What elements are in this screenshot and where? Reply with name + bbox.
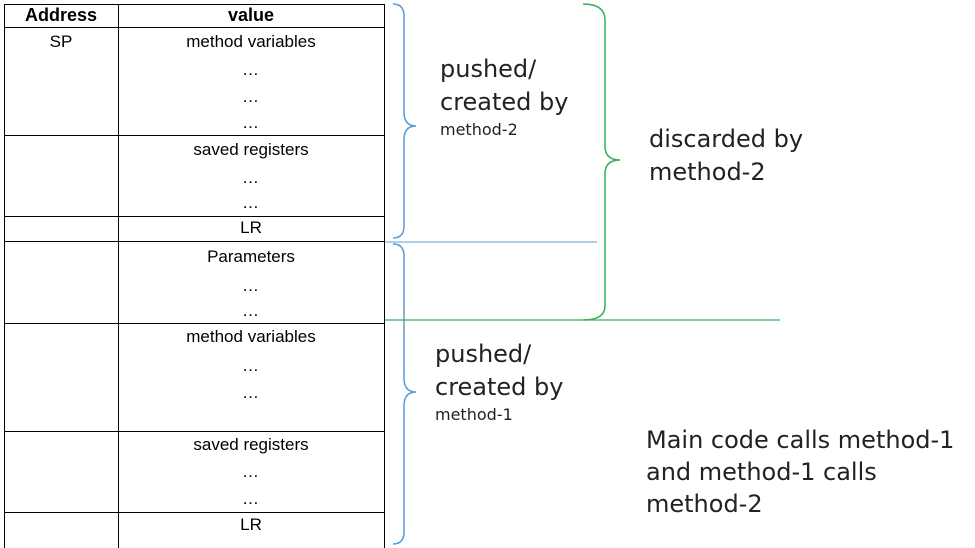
stack-table: Address value SP method variables … … … … — [0, 0, 385, 548]
method-1-annotation-line-3: method-1 — [435, 405, 513, 424]
table-border-left — [4, 4, 5, 548]
main-code-annotation-line-2: and method-1 calls — [646, 458, 877, 486]
ellipsis: … — [242, 276, 260, 295]
discarded-brace — [582, 3, 621, 321]
method-2-annotation-line-2: created by — [440, 88, 569, 116]
method-2-lr-label: LR — [240, 218, 262, 237]
parameters-label: Parameters — [207, 247, 295, 266]
table-border-top — [4, 4, 385, 5]
ellipsis: … — [242, 383, 260, 402]
ellipsis: … — [242, 87, 260, 106]
ellipsis: … — [242, 113, 260, 132]
main-code-annotation-line-3: method-2 — [646, 490, 763, 518]
header-divider — [4, 27, 385, 28]
discarded-annotation-line-2: method-2 — [649, 158, 766, 186]
row-divider — [4, 241, 385, 242]
method-2-brace — [392, 3, 417, 239]
ellipsis: … — [242, 301, 260, 320]
row-divider — [4, 135, 385, 136]
method-2-variables-label: method variables — [186, 32, 316, 51]
ellipsis: … — [242, 168, 260, 187]
ellipsis: … — [242, 356, 260, 375]
row-divider — [4, 216, 385, 217]
ellipsis: … — [242, 60, 260, 79]
address-column-header: Address — [24, 5, 98, 25]
ellipsis: … — [242, 193, 260, 212]
method-1-lr-label: LR — [240, 515, 262, 534]
table-border-right — [384, 4, 385, 548]
method-2-annotation-line-1: pushed/ — [440, 55, 537, 83]
main-code-annotation-line-1: Main code calls method-1 — [646, 426, 955, 454]
method-1-variables-label: method variables — [186, 327, 316, 346]
discarded-annotation-line-1: discarded by — [649, 125, 804, 153]
row-divider — [4, 431, 385, 432]
method-1-saved-registers-label: saved registers — [193, 435, 309, 454]
sp-address-label: SP — [49, 32, 73, 51]
method-1-brace — [392, 243, 417, 545]
value-column-header: value — [227, 5, 275, 25]
row-divider — [4, 512, 385, 513]
ellipsis: … — [242, 489, 260, 508]
column-divider — [118, 4, 119, 548]
row-divider — [4, 323, 385, 324]
method-1-annotation-line-2: created by — [435, 373, 564, 401]
method-1-annotation-line-1: pushed/ — [435, 340, 532, 368]
method-2-annotation-line-3: method-2 — [440, 120, 518, 139]
method-2-saved-registers-label: saved registers — [193, 140, 309, 159]
ellipsis: … — [242, 462, 260, 481]
